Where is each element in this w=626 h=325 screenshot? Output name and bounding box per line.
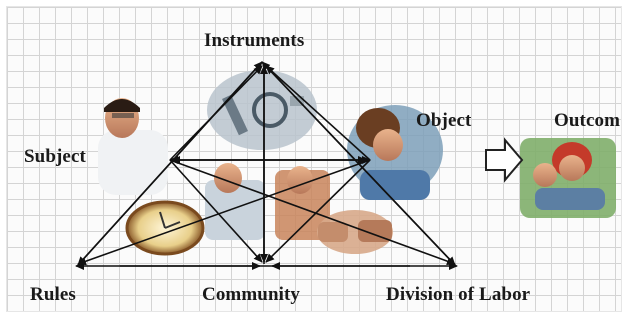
object-label: Object: [416, 110, 472, 131]
instruments-label: Instruments: [204, 30, 305, 51]
object-child-image: [347, 105, 443, 200]
division-of-labor-label: Division of Labor: [386, 284, 531, 305]
lab-equipment-image: [207, 70, 317, 150]
community-label: Community: [202, 284, 301, 305]
outcome-children-image: [520, 138, 616, 218]
handshake-image: [317, 210, 393, 254]
triangle-arrows: [75, 61, 458, 270]
outcome-arrow: [485, 137, 524, 183]
subject-person-image: [98, 98, 168, 195]
outcome-label: Outcom: [554, 110, 621, 131]
photo-collage: [98, 70, 616, 256]
community-people-image: [205, 163, 330, 240]
rules-label: Rules: [30, 284, 76, 305]
subject-label: Subject: [24, 146, 86, 167]
clock-image: [125, 200, 205, 256]
